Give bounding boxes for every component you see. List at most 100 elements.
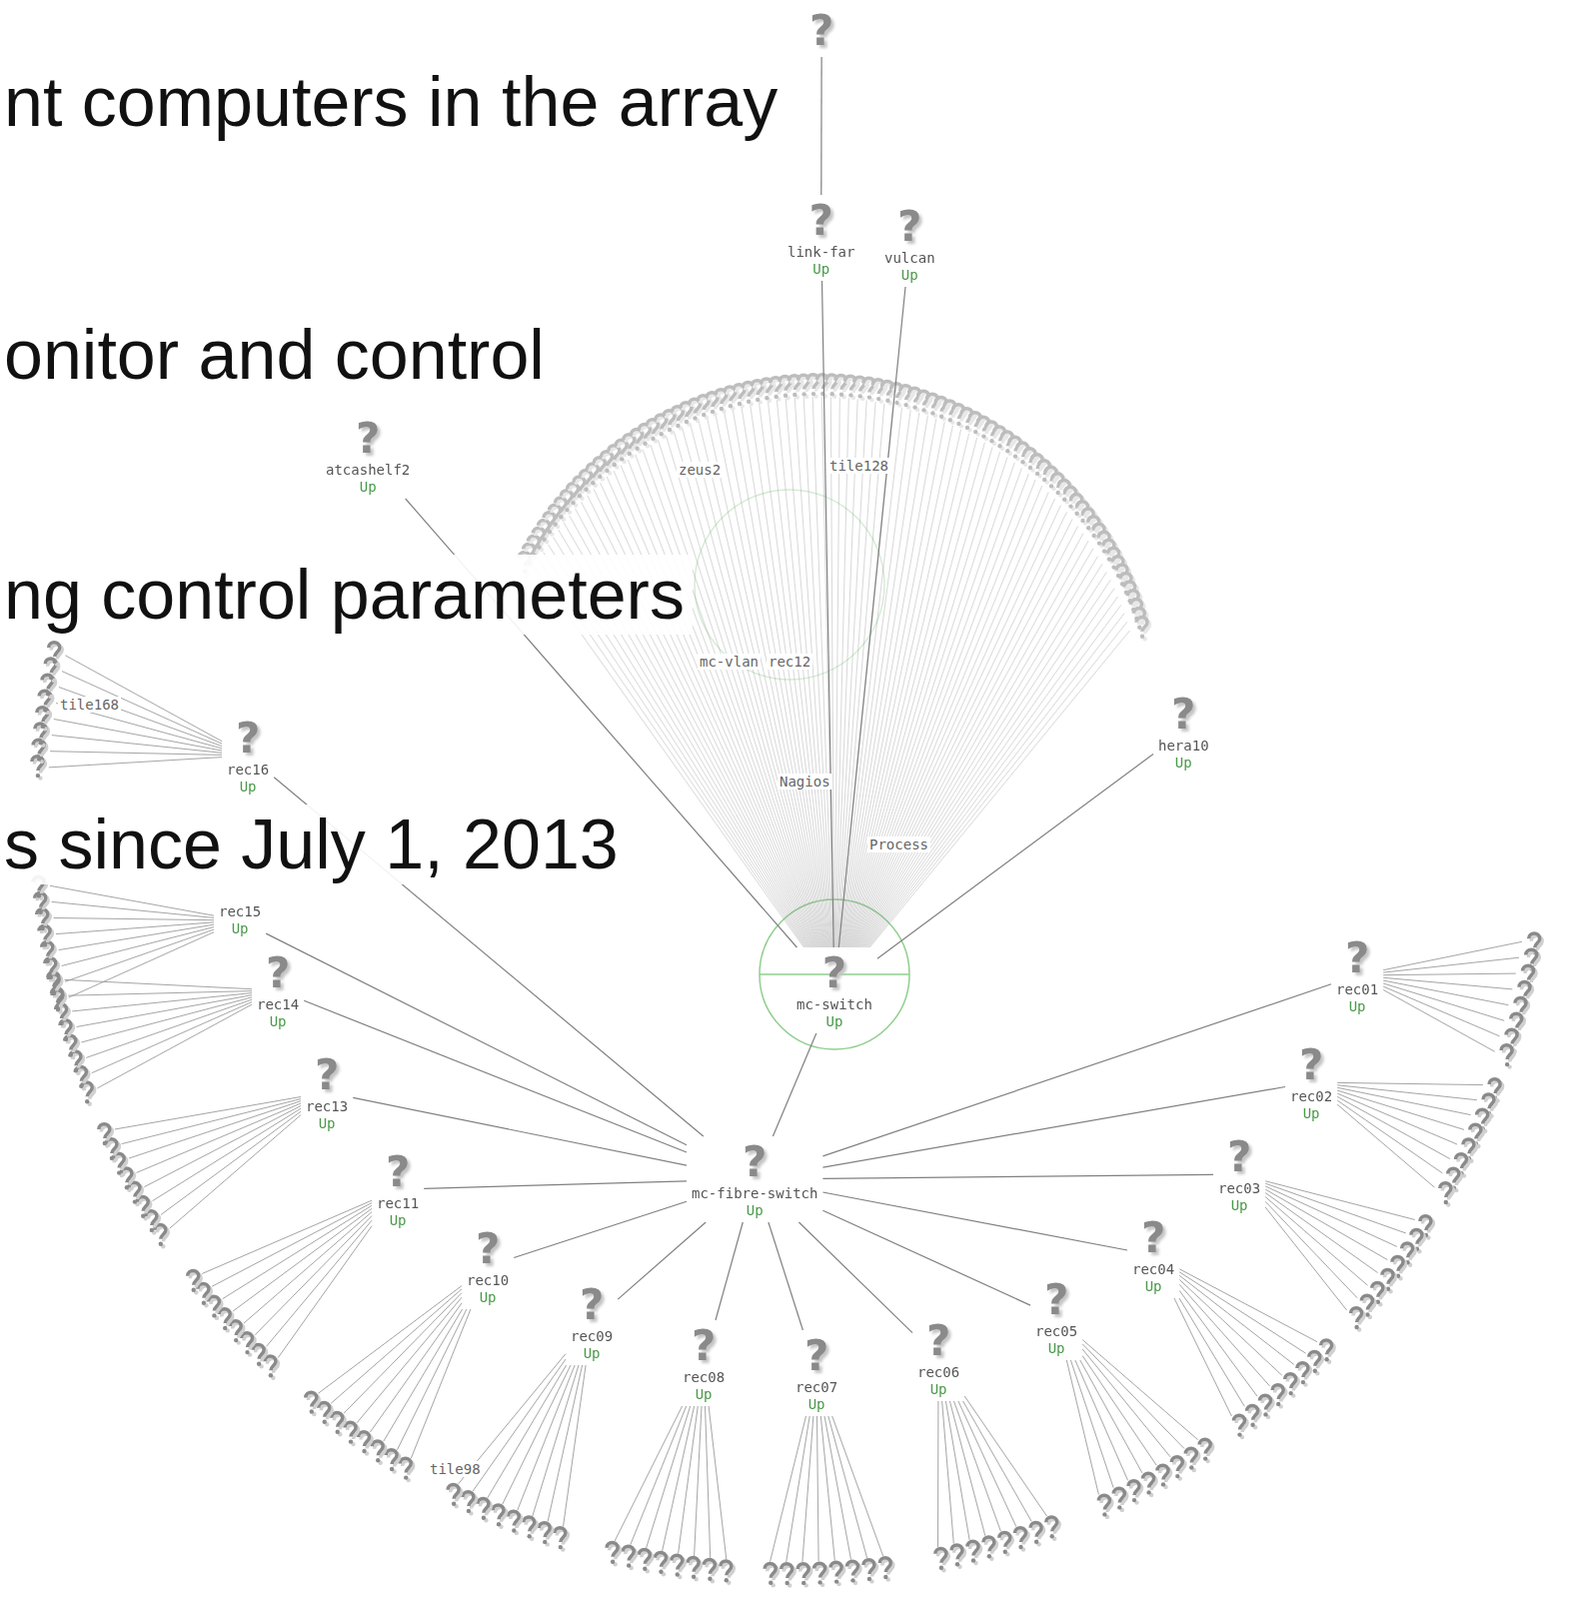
leaf-icon-stroke bbox=[1372, 1283, 1384, 1298]
leaf-icon-dot bbox=[1080, 518, 1085, 523]
leaf-icon-dot bbox=[1117, 1505, 1122, 1510]
leaf-icon-dot bbox=[987, 1554, 992, 1559]
leaf-icon-dot bbox=[612, 462, 617, 467]
leaf-icon-stroke bbox=[1351, 1308, 1363, 1323]
leaf-link bbox=[1337, 1096, 1451, 1159]
leaf-icon-stroke bbox=[477, 1498, 489, 1513]
leaf-icon-dot bbox=[124, 1185, 129, 1190]
fan-link bbox=[849, 467, 1022, 948]
leaf-icon-stroke bbox=[580, 469, 592, 484]
network-link bbox=[768, 1222, 804, 1331]
network-link bbox=[822, 1210, 1031, 1306]
leaf-host-icon bbox=[1128, 1481, 1143, 1506]
leaf-icon-dot bbox=[1097, 540, 1102, 545]
leaf-host-icon bbox=[797, 1564, 812, 1588]
leaf-link bbox=[136, 1103, 302, 1174]
leaf-link bbox=[160, 1111, 301, 1215]
host-node: ?rec16Up bbox=[224, 715, 271, 796]
leaf-icon-dot bbox=[1068, 503, 1073, 508]
status-text: Up bbox=[917, 1381, 960, 1399]
leaf-icon-stroke bbox=[1030, 1523, 1042, 1538]
leaf-icon-stroke bbox=[814, 1563, 826, 1578]
leaf-icon-dot bbox=[268, 1373, 273, 1378]
leaf-icon-stroke bbox=[31, 756, 43, 771]
leaf-icon-dot bbox=[191, 1288, 196, 1293]
leaf-icon-stroke bbox=[1501, 1045, 1513, 1060]
leaf-icon-dot bbox=[84, 1099, 89, 1104]
fan-link bbox=[613, 470, 817, 948]
leaf-icon-stroke bbox=[983, 1537, 995, 1552]
map-label: Process bbox=[867, 836, 931, 853]
leaf-host-icon bbox=[229, 1321, 244, 1346]
leaf-icon-stroke bbox=[1483, 1094, 1495, 1109]
host-name: mc-fibre-switch bbox=[691, 1185, 818, 1203]
host-name: rec13 bbox=[305, 1098, 348, 1116]
network-link bbox=[822, 1192, 1128, 1251]
host-name: mc-switch bbox=[796, 996, 873, 1014]
leaf-icon-stroke bbox=[507, 1511, 519, 1526]
host-icon: ? bbox=[570, 1282, 613, 1329]
leaf-host-icon bbox=[1247, 1405, 1262, 1430]
leaf-icon-dot bbox=[921, 407, 926, 412]
fan-link bbox=[838, 403, 885, 948]
leaf-icon-dot bbox=[1505, 1062, 1510, 1067]
leaf-host-icon bbox=[1143, 1473, 1158, 1498]
leaf-icon-dot bbox=[1086, 525, 1091, 530]
leaf-icon-stroke bbox=[1529, 933, 1541, 948]
leaf-link bbox=[67, 991, 252, 997]
leaf-icon-stroke bbox=[863, 1560, 875, 1575]
host-icon: ? bbox=[787, 197, 855, 244]
leaf-icon-stroke bbox=[1463, 1139, 1475, 1154]
leaf-icon-stroke bbox=[36, 707, 48, 722]
leaf-icon-stroke bbox=[218, 1309, 230, 1324]
leaf-icon-stroke bbox=[797, 1564, 809, 1579]
leaf-icon-dot bbox=[642, 441, 647, 446]
network-link bbox=[822, 984, 1332, 1157]
leaf-icon-dot bbox=[792, 392, 797, 397]
leaf-icon-dot bbox=[774, 394, 779, 399]
leaf-icon-stroke bbox=[1420, 1216, 1432, 1231]
leaf-icon-dot bbox=[558, 514, 563, 519]
leaf-host-icon bbox=[105, 1139, 120, 1164]
leaf-host-icon bbox=[1351, 1308, 1366, 1333]
leaf-icon-stroke bbox=[1477, 1109, 1489, 1124]
leaf-icon-stroke bbox=[1448, 1168, 1460, 1183]
host-icon: ? bbox=[1132, 1215, 1175, 1262]
leaf-link bbox=[1383, 977, 1513, 990]
leaf-link bbox=[1337, 1104, 1435, 1188]
leaf-host-icon bbox=[218, 1309, 233, 1334]
leaf-link bbox=[958, 1401, 1017, 1528]
network-link bbox=[820, 56, 822, 195]
leaf-host-icon bbox=[44, 958, 59, 983]
leaf-icon-stroke bbox=[331, 1413, 343, 1428]
leaf-icon-dot bbox=[48, 975, 53, 980]
status-text: Up bbox=[218, 920, 261, 938]
leaf-host-icon bbox=[44, 658, 59, 683]
host-node: ?mc-fibre-switchUp bbox=[689, 1139, 820, 1220]
leaf-host-icon bbox=[447, 1484, 462, 1509]
host-icon: ? bbox=[256, 950, 299, 997]
leaf-link bbox=[1082, 1349, 1171, 1458]
leaf-icon-stroke bbox=[48, 642, 60, 657]
leaf-icon-stroke bbox=[764, 1563, 776, 1578]
leaf-icon-dot bbox=[883, 1575, 888, 1580]
fan-link bbox=[600, 482, 816, 948]
leaf-icon-dot bbox=[583, 487, 588, 492]
leaf-icon-dot bbox=[40, 724, 45, 729]
leaf-icon-stroke bbox=[38, 925, 50, 940]
leaf-icon-dot bbox=[885, 398, 890, 403]
leaf-icon-dot bbox=[768, 1581, 773, 1585]
network-link bbox=[822, 1087, 1286, 1169]
leaf-icon-dot bbox=[707, 1577, 712, 1582]
leaf-icon-dot bbox=[930, 410, 935, 415]
leaf-icon-stroke bbox=[1113, 1488, 1125, 1503]
leaf-host-icon bbox=[1015, 1528, 1030, 1553]
host-node: ?rec08Up bbox=[680, 1323, 727, 1404]
leaf-icon-dot bbox=[1324, 1357, 1329, 1362]
fan-link bbox=[868, 621, 1128, 948]
leaf-icon-stroke bbox=[1361, 1295, 1373, 1310]
network-link bbox=[715, 1222, 743, 1321]
leaf-icon-dot bbox=[256, 1362, 261, 1367]
leaf-icon-stroke bbox=[1526, 949, 1538, 964]
leaf-icon-stroke bbox=[1234, 1415, 1246, 1430]
